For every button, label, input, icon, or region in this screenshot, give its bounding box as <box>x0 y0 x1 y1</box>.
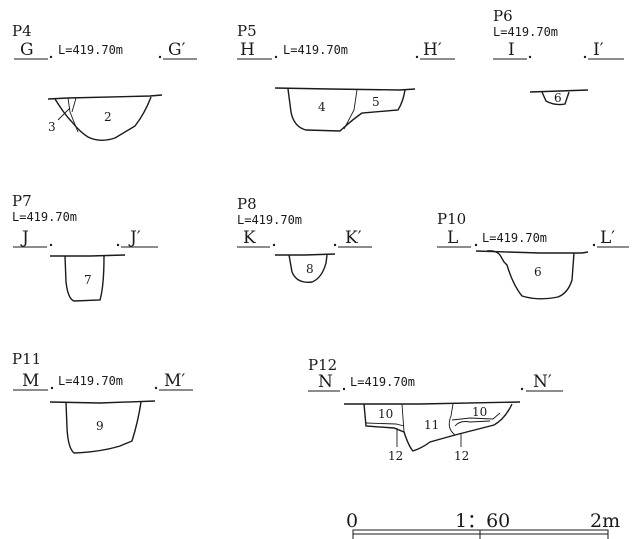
section-p6-level: L=419.70m <box>493 25 558 39</box>
section-p12-layer-10b: 10 <box>472 405 487 419</box>
section-p11-left-point <box>50 386 54 390</box>
section-p11-right-label: M′ <box>164 371 185 391</box>
section-p10-name: P10 <box>437 210 466 228</box>
section-p12-surface <box>344 401 521 405</box>
section-p6-right-label: I′ <box>593 40 604 60</box>
section-p4-layer-3: 3 <box>48 120 56 134</box>
section-p5-layer-line <box>343 89 358 130</box>
section-p5-left-point <box>274 55 278 59</box>
section-p5-left-label: H <box>240 40 255 60</box>
section-p12-layer-10a: 10 <box>378 407 393 421</box>
section-p7-name: P7 <box>12 192 32 210</box>
section-p5-pit <box>287 88 406 132</box>
scale-bar-ratio: 1：60 <box>455 510 510 532</box>
section-p11-pit <box>65 401 142 454</box>
section-p8: P8 L=419.70m K K′ 8 <box>237 195 372 283</box>
section-p7-surface <box>50 254 126 257</box>
section-p7-left-label: J <box>20 228 29 248</box>
section-p10: P10 L L=419.70m L′ 6 <box>437 210 629 300</box>
section-p8-left-label: K <box>243 228 256 248</box>
section-p10-left-label: L <box>447 228 458 248</box>
section-p7: P7 L=419.70m J J′ 7 <box>12 192 158 302</box>
section-p8-right-label: K′ <box>345 228 362 248</box>
section-p4-left-label: G <box>20 40 34 60</box>
section-p4-layer-line-2 <box>71 97 77 113</box>
section-p4-left-point <box>49 55 53 59</box>
section-p11: P11 M L=419.70m M′ 9 <box>12 350 193 454</box>
section-p7-level: L=419.70m <box>12 210 77 224</box>
section-p6-left-label: I <box>508 40 515 60</box>
section-p4-surface <box>47 94 163 100</box>
section-p12-layer-line-3 <box>448 403 501 436</box>
section-p4-layer-line <box>67 97 79 133</box>
section-p6-layer-6: 6 <box>554 91 562 105</box>
section-p8-left-point <box>272 243 276 247</box>
section-p8-layer-8: 8 <box>306 262 314 276</box>
section-p12-layer-line-4 <box>454 420 491 427</box>
section-p12-layer-line-2 <box>401 403 405 433</box>
section-p6: P6 L=419.70m I I′ 6 <box>493 7 624 106</box>
section-p12-left-point <box>342 387 346 391</box>
section-p5-surface <box>274 87 416 91</box>
section-p12-left-label: N <box>318 372 333 392</box>
section-p7-left-point <box>49 243 53 247</box>
section-p10-layer-6: 6 <box>534 265 542 279</box>
section-p12-right-point <box>520 387 524 391</box>
section-p4-name: P4 <box>12 22 32 40</box>
section-p10-level: L=419.70m <box>482 231 547 245</box>
section-p7-pit <box>64 255 105 302</box>
section-p6-left-point <box>528 55 532 59</box>
section-p12-layer-12a: 12 <box>388 449 403 463</box>
section-p11-layer-9: 9 <box>96 419 104 433</box>
section-p8-level: L=419.70m <box>237 213 302 227</box>
section-p7-right-point <box>116 243 120 247</box>
section-p5-name: P5 <box>237 22 257 40</box>
scale-bar-start: 0 <box>346 510 358 532</box>
section-p4-right-point <box>158 55 162 59</box>
section-p4: P4 G L=419.70m G′ 2 3 <box>12 22 197 141</box>
section-p5-layer-5: 5 <box>372 95 380 109</box>
section-p10-surface <box>475 250 589 254</box>
section-p11-right-point <box>154 386 158 390</box>
section-p12-name: P12 <box>308 356 337 374</box>
section-p12-layer-12b: 12 <box>454 449 469 463</box>
section-p12-layer-line-1 <box>365 422 405 427</box>
section-p4-level: L=419.70m <box>58 43 123 57</box>
section-p12-layer-11: 11 <box>424 418 439 432</box>
section-p6-pit <box>541 91 570 106</box>
section-p4-pit <box>54 96 152 141</box>
section-p8-surface <box>275 253 336 256</box>
section-p5-right-label: H′ <box>423 40 442 60</box>
section-p10-left-point <box>474 243 478 247</box>
section-p11-level: L=419.70m <box>58 374 123 388</box>
section-p8-pit <box>288 254 328 283</box>
section-p12-right-label: N′ <box>533 372 552 392</box>
section-p6-right-point <box>583 55 587 59</box>
section-p10-right-label: L′ <box>600 228 615 248</box>
section-p7-right-label: J′ <box>128 228 141 248</box>
section-p10-pit <box>486 250 575 300</box>
section-p5-layer-4: 4 <box>318 100 326 114</box>
section-p6-name: P6 <box>493 7 513 25</box>
scale-bar: 0 1：60 2m <box>346 510 620 539</box>
section-p8-right-point <box>333 243 337 247</box>
section-p11-left-label: M <box>22 371 39 391</box>
section-p5: P5 H L=419.70m H′ 4 5 <box>237 22 455 132</box>
section-p6-surface <box>529 89 589 93</box>
section-p7-layer-7: 7 <box>84 273 92 287</box>
section-p5-level: L=419.70m <box>283 43 348 57</box>
section-p5-right-point <box>415 55 419 59</box>
section-p8-name: P8 <box>237 195 257 213</box>
scale-bar-end: 2m <box>590 510 620 532</box>
section-p10-right-point <box>592 243 596 247</box>
section-p4-leader-3 <box>57 107 71 121</box>
section-p12-level: L=419.70m <box>350 375 415 389</box>
section-p12: P12 N L=419.70m N′ 10 11 10 12 12 <box>308 356 563 463</box>
section-p12-pit <box>363 403 513 452</box>
section-p11-name: P11 <box>12 350 41 368</box>
section-p4-right-label: G′ <box>168 40 186 60</box>
section-p4-layer-2: 2 <box>104 110 112 124</box>
